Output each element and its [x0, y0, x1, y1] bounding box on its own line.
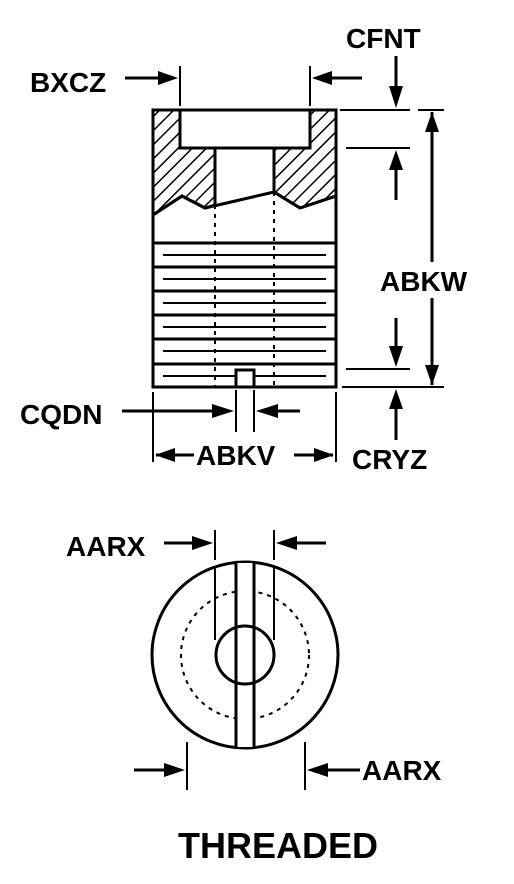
break-line: [152, 190, 337, 217]
end-view: [150, 560, 340, 750]
counterbore: [178, 110, 312, 150]
body-outline: [151, 108, 338, 389]
dim-cfnt: CFNT: [340, 23, 421, 200]
center-bore: [214, 624, 276, 686]
label-cryz: CRYZ: [352, 444, 427, 475]
label-cfnt: CFNT: [346, 23, 421, 54]
label-cqdn: CQDN: [20, 399, 102, 430]
thread-lines: [153, 241, 336, 377]
dim-aarx-bottom: AARX: [134, 742, 442, 790]
section-hatch-right: [272, 108, 338, 210]
section-hatch-left: [151, 108, 217, 218]
dim-cryz: CRYZ: [346, 318, 427, 475]
bottom-slot: [234, 368, 256, 387]
label-aarx-bottom: AARX: [362, 755, 442, 786]
outer-circle: [150, 560, 340, 750]
dim-abkv: ABKV: [152, 392, 337, 471]
dim-abkw: ABKW: [342, 109, 488, 388]
label-bxcz: BXCZ: [30, 67, 106, 98]
dim-bxcz: BXCZ: [30, 66, 362, 106]
label-aarx-top: AARX: [66, 531, 146, 562]
label-abkv: ABKV: [196, 440, 276, 471]
caption-threaded: THREADED: [178, 825, 378, 866]
dim-aarx-top: AARX: [66, 530, 326, 562]
label-abkw: ABKW: [380, 266, 468, 297]
side-view: [151, 108, 338, 389]
dim-cqdn: CQDN: [20, 390, 300, 432]
